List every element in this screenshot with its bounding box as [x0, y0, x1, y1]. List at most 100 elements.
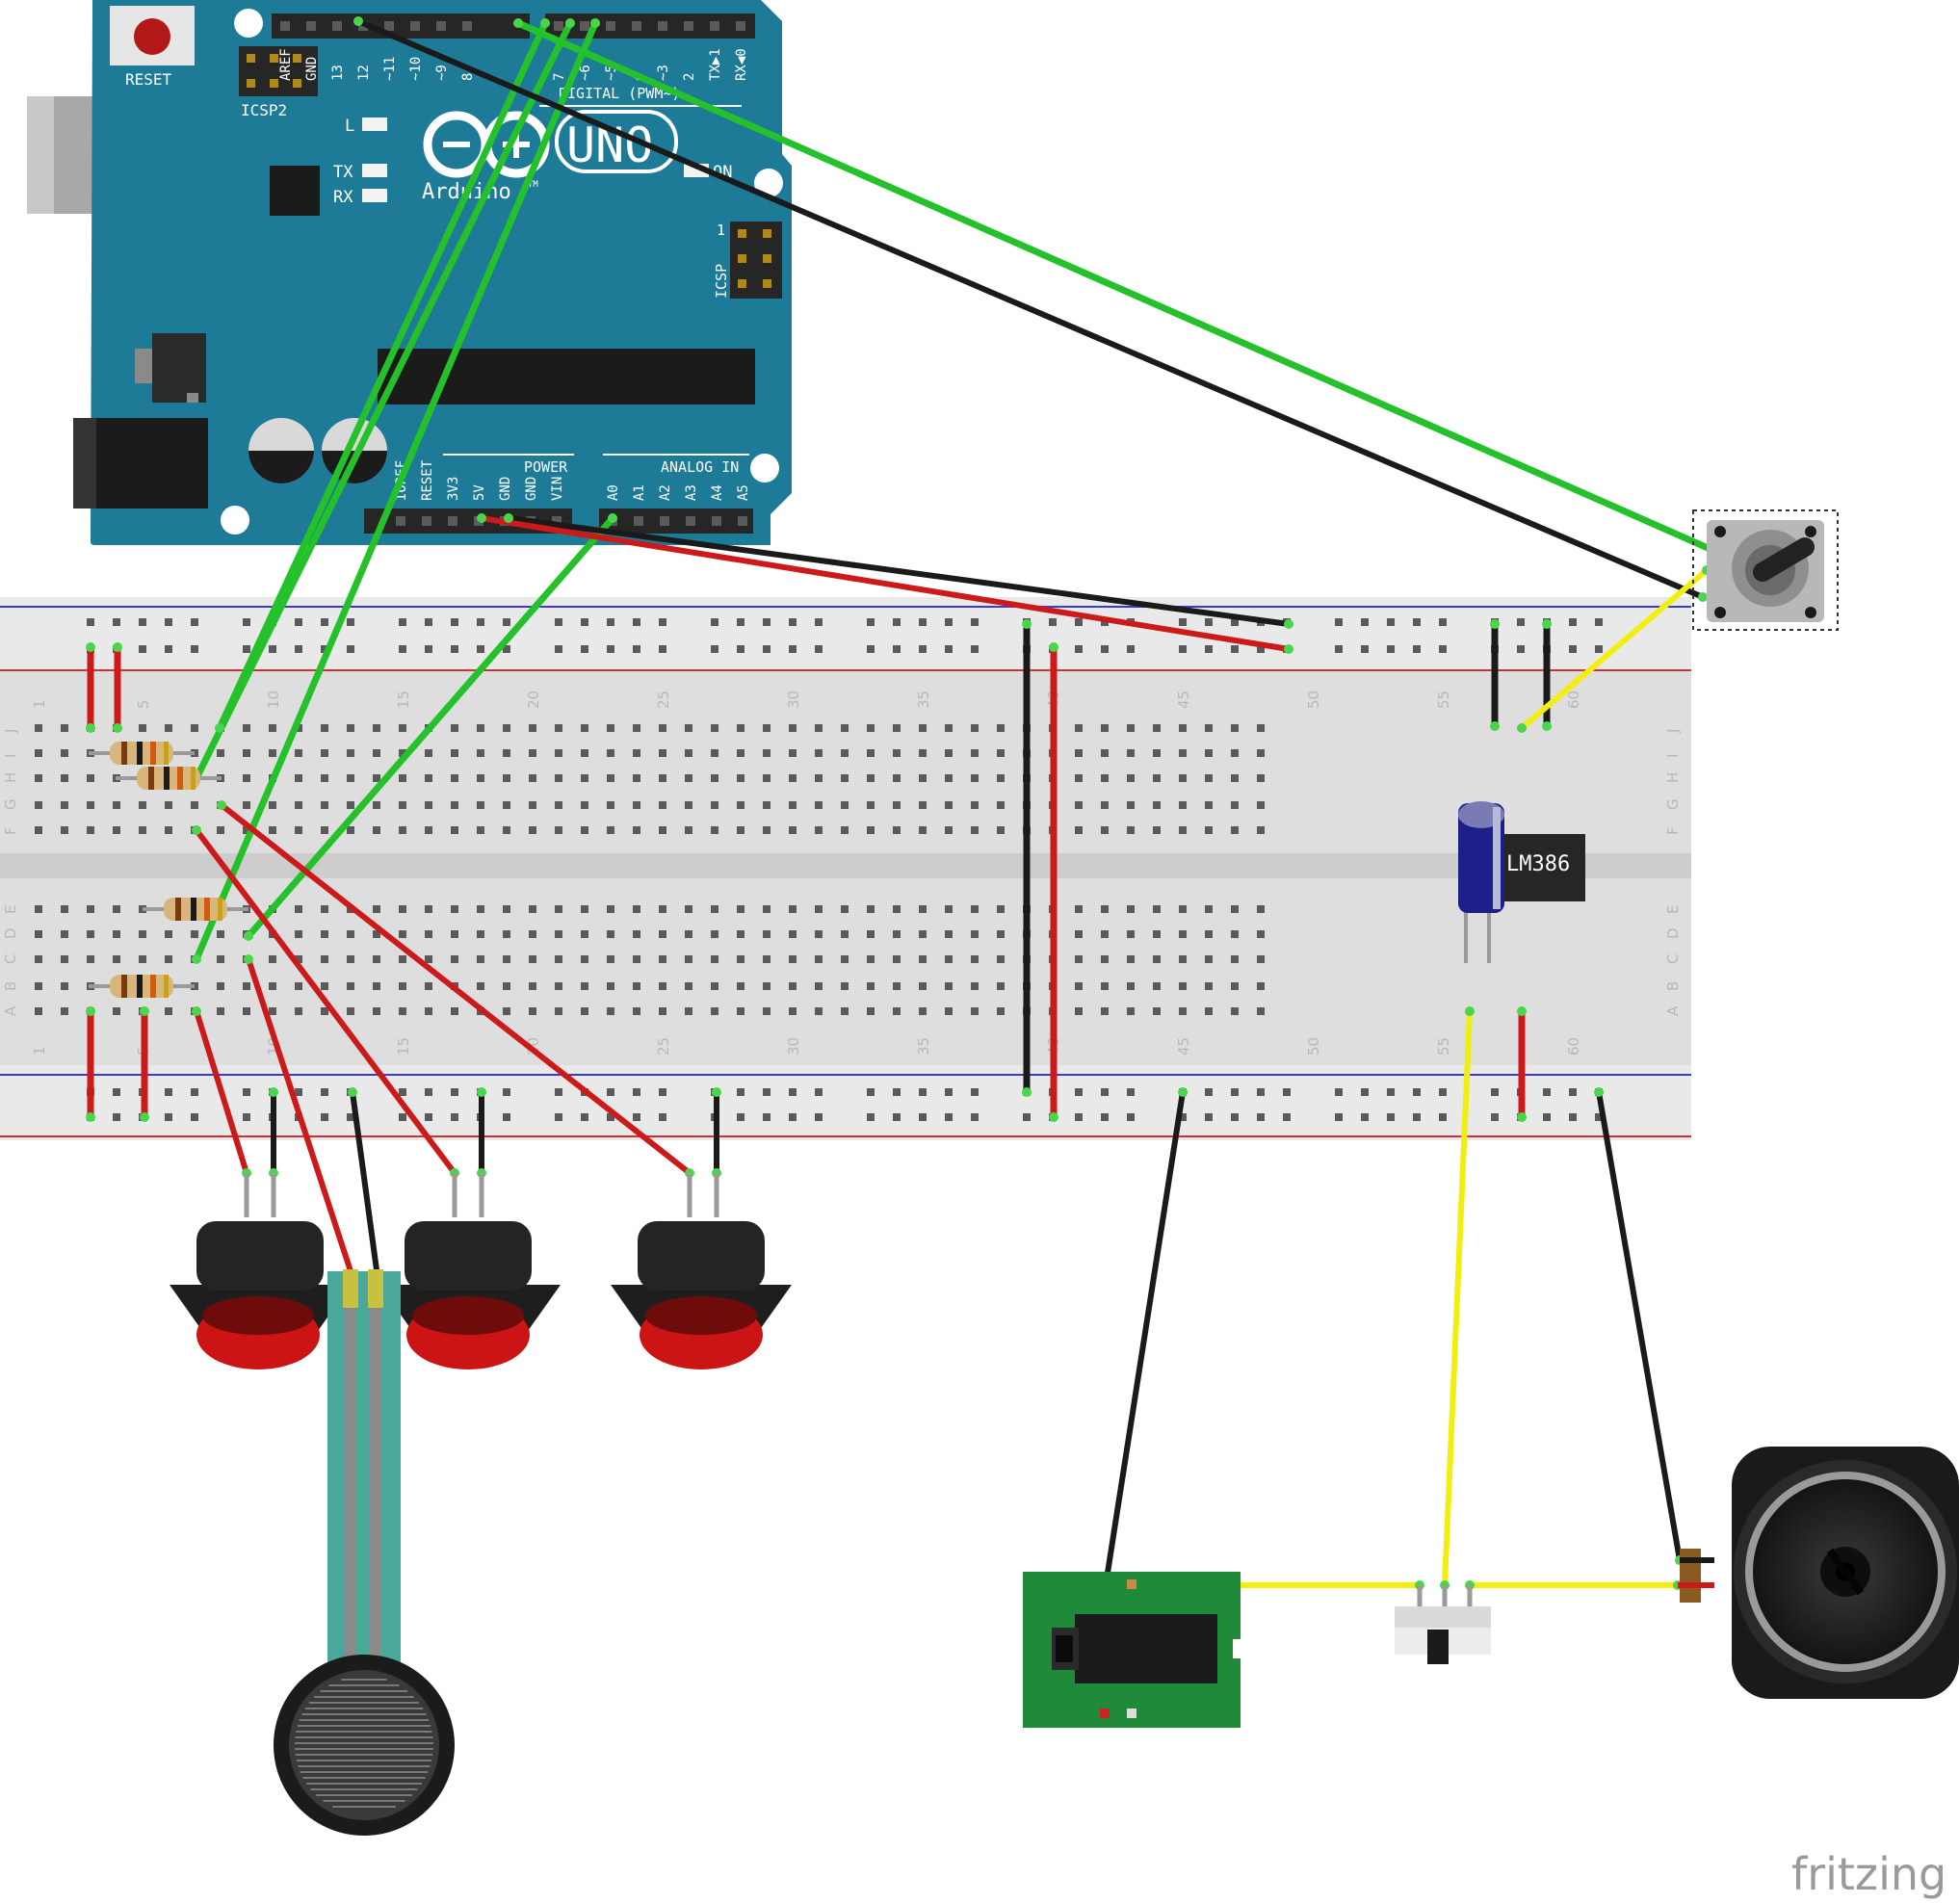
breadboard-hole: [815, 905, 823, 913]
voltage-regulator: [135, 333, 206, 403]
breadboard-hole: [685, 905, 692, 913]
rail-hole: [815, 1088, 823, 1096]
breadboard-hole: [893, 749, 901, 757]
breadboard-hole: [35, 982, 42, 990]
breadboard-hole: [61, 826, 68, 834]
breadboard-hole: [607, 905, 614, 913]
wire-green: [245, 514, 616, 940]
breadboard-hole: [425, 982, 432, 990]
breadboard-hole: [607, 724, 614, 732]
rail-hole: [867, 1113, 875, 1121]
rail-hole: [451, 1088, 458, 1096]
icsp2-label: ICSP2: [241, 101, 287, 119]
breadboard-hole: [321, 930, 328, 938]
rail-hole: [1335, 1088, 1343, 1096]
analog-pin-label: A1: [632, 484, 647, 501]
breadboard-hole: [867, 826, 875, 834]
rail-hole: [711, 645, 718, 653]
breadboard-hole: [269, 724, 276, 732]
breadboard-hole: [1153, 955, 1161, 963]
rail-hole: [477, 645, 484, 653]
breadboard-hole: [711, 826, 718, 834]
breadboard-hole: [139, 826, 146, 834]
breadboard-hole: [659, 905, 666, 913]
rail-hole: [1179, 1113, 1187, 1121]
push-button: [379, 1173, 561, 1369]
breadboard-hole: [945, 905, 953, 913]
breadboard-hole: [581, 955, 588, 963]
rail-hole: [139, 645, 146, 653]
breadboard-hole: [35, 801, 42, 809]
rail-hole: [503, 1113, 510, 1121]
breadboard-hole: [1153, 905, 1161, 913]
breadboard-hole: [997, 724, 1005, 732]
breadboard-hole: [373, 1007, 380, 1015]
rail-hole: [893, 618, 901, 626]
row-letter: B: [1664, 981, 1682, 991]
wire-red: [479, 515, 1292, 652]
breadboard-hole: [425, 1007, 432, 1015]
rail-hole: [1335, 645, 1343, 653]
breadboard-hole: [1205, 930, 1213, 938]
row-letter: A: [2, 1005, 19, 1016]
breadboard-hole: [971, 1007, 979, 1015]
breadboard-hole: [1205, 774, 1213, 782]
breadboard-hole: [737, 801, 744, 809]
rail-hole: [1127, 645, 1135, 653]
breadboard-hole: [607, 930, 614, 938]
breadboard-hole: [139, 724, 146, 732]
breadboard-hole: [269, 1007, 276, 1015]
breadboard-hole: [1231, 724, 1239, 732]
column-number: 50: [1305, 691, 1322, 709]
breadboard-hole: [659, 955, 666, 963]
breadboard-hole: [555, 1007, 562, 1015]
header-pin: [632, 21, 641, 31]
resistor: [89, 975, 195, 998]
breadboard-hole: [165, 1007, 172, 1015]
breadboard-hole: [61, 1007, 68, 1015]
breadboard-hole: [945, 724, 953, 732]
rail-hole: [425, 1088, 432, 1096]
rail-hole: [165, 645, 172, 653]
rail-hole: [607, 618, 614, 626]
breadboard-hole: [633, 774, 640, 782]
rail-hole: [971, 1113, 979, 1121]
breadboard-hole: [295, 801, 302, 809]
breadboard-hole: [399, 905, 406, 913]
rail-hole: [451, 618, 458, 626]
breadboard-hole: [763, 905, 771, 913]
rail-hole: [295, 645, 302, 653]
board-capacitor: [322, 418, 387, 483]
rail-hole: [503, 1088, 510, 1096]
breadboard-hole: [87, 826, 94, 834]
row-letter: A: [1664, 1005, 1682, 1016]
breadboard-hole: [347, 724, 354, 732]
breadboard-hole: [763, 774, 771, 782]
wire-endpoint: [192, 1006, 201, 1016]
breadboard-hole: [35, 905, 42, 913]
breadboard-hole: [581, 774, 588, 782]
wire-endpoint: [86, 723, 95, 733]
breadboard-hole: [919, 774, 927, 782]
center-channel: [0, 853, 1691, 878]
rail-hole: [893, 1113, 901, 1121]
header-pin: [436, 21, 446, 31]
breadboard-hole: [61, 774, 68, 782]
rail-hole: [1595, 618, 1603, 626]
breadboard-hole: [477, 801, 484, 809]
rail-hole: [425, 618, 432, 626]
wire-endpoint: [86, 642, 95, 652]
breadboard-hole: [113, 905, 120, 913]
wire-endpoint: [477, 1087, 486, 1097]
column-number: 15: [395, 1037, 412, 1056]
breadboard-hole: [529, 1007, 536, 1015]
breadboard-hole: [711, 905, 718, 913]
row-letter: G: [1664, 798, 1682, 810]
breadboard-hole: [87, 955, 94, 963]
rail-hole: [659, 618, 666, 626]
wire-black: [1596, 1089, 1683, 1563]
rail-hole: [321, 645, 328, 653]
rail-hole: [347, 1113, 354, 1121]
column-number: 50: [1305, 1037, 1322, 1056]
rail-hole: [633, 1113, 640, 1121]
